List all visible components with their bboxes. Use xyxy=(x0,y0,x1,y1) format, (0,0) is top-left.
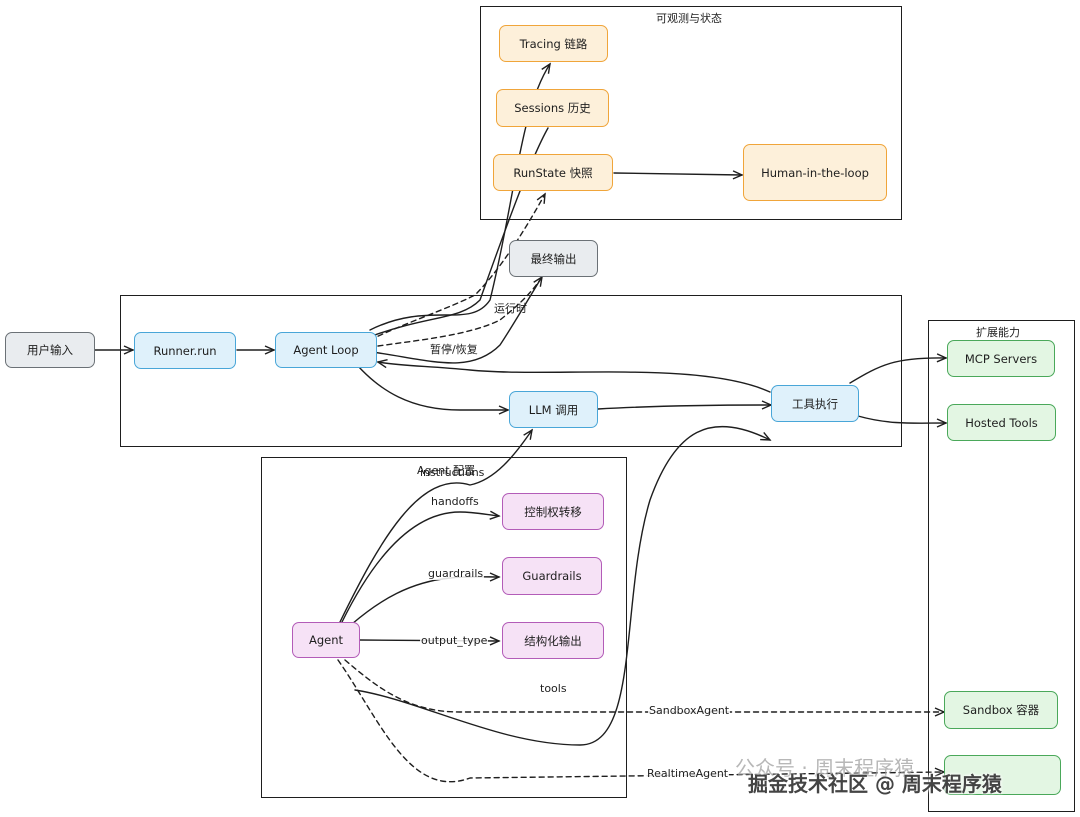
edge-label-guardrails: guardrails xyxy=(427,567,485,580)
observability-frame xyxy=(480,6,902,220)
edge-loop-to-final xyxy=(371,279,541,364)
agent-config-frame-title: Agent 配置 xyxy=(417,464,476,477)
handoff-target-node: 控制权转移 xyxy=(502,493,604,530)
tracing-node: Tracing 链路 xyxy=(499,25,608,62)
realtime-target-node xyxy=(944,755,1061,795)
edge-label-instructions: instructions xyxy=(420,466,485,479)
edge-runstate-to-hitl xyxy=(613,170,744,180)
tool-exec-node: 工具执行 xyxy=(771,385,859,422)
edge-loop-to-runstate xyxy=(369,192,546,341)
llm-call-node: LLM 调用 xyxy=(509,391,598,428)
agent-config-frame xyxy=(261,457,627,798)
sessions-node: Sessions 历史 xyxy=(496,89,609,127)
edge-label-tools: tools xyxy=(540,682,567,695)
structured-output-node: 结构化输出 xyxy=(502,622,604,659)
edge-label-pause-resume: 暂停/恢复 xyxy=(429,341,479,357)
edge-tool-to-loop xyxy=(376,358,771,393)
edge-llm-to-tool xyxy=(597,400,773,410)
edge-loop-pause-resume xyxy=(377,275,543,347)
edge-agent-sandbox xyxy=(344,659,946,717)
sandbox-container-node: Sandbox 容器 xyxy=(944,691,1058,729)
extensions-frame xyxy=(928,320,1075,812)
edge-label-output-type: output_type xyxy=(420,634,489,647)
edge-agent-realtime xyxy=(337,659,946,783)
edge-loop-to-llm xyxy=(357,365,510,415)
edge-tool-to-mcp xyxy=(849,353,948,384)
watermark-juejin: 掘金技术社区 @ 周末程序猿 xyxy=(748,772,1002,796)
runtime-frame-title: 运行时 xyxy=(494,302,527,315)
edge-label-realtime-agent: RealtimeAgent xyxy=(646,767,730,780)
edge-agent-guardrails xyxy=(351,572,501,625)
edge-tool-to-hosted xyxy=(857,415,948,428)
runtime-frame xyxy=(120,295,902,447)
runner-run-node: Runner.run xyxy=(134,332,236,369)
user-input-node: 用户输入 xyxy=(5,332,95,368)
extensions-frame-title: 扩展能力 xyxy=(976,326,1020,339)
agent-loop-node: Agent Loop xyxy=(275,332,377,368)
agent-node: Agent xyxy=(292,622,360,658)
final-output-node: 最终输出 xyxy=(509,240,598,277)
watermark-wechat: 公众号 · 周末程序猿 xyxy=(735,756,915,780)
hosted-tools-node: Hosted Tools xyxy=(947,404,1056,441)
mcp-servers-node: MCP Servers xyxy=(947,340,1055,377)
edge-label-handoffs: handoffs xyxy=(430,495,480,508)
hitl-node: Human-in-the-loop xyxy=(743,144,887,201)
runstate-node: RunState 快照 xyxy=(493,154,613,191)
observability-frame-title: 可观测与状态 xyxy=(656,12,722,25)
edge-label-sandbox-agent: SandboxAgent xyxy=(648,704,731,717)
edge-agent-tools xyxy=(354,425,772,746)
edge-agent-instructions xyxy=(339,428,533,623)
edge-agent-handoffs xyxy=(341,510,501,623)
guardrails-node: Guardrails xyxy=(502,557,602,595)
